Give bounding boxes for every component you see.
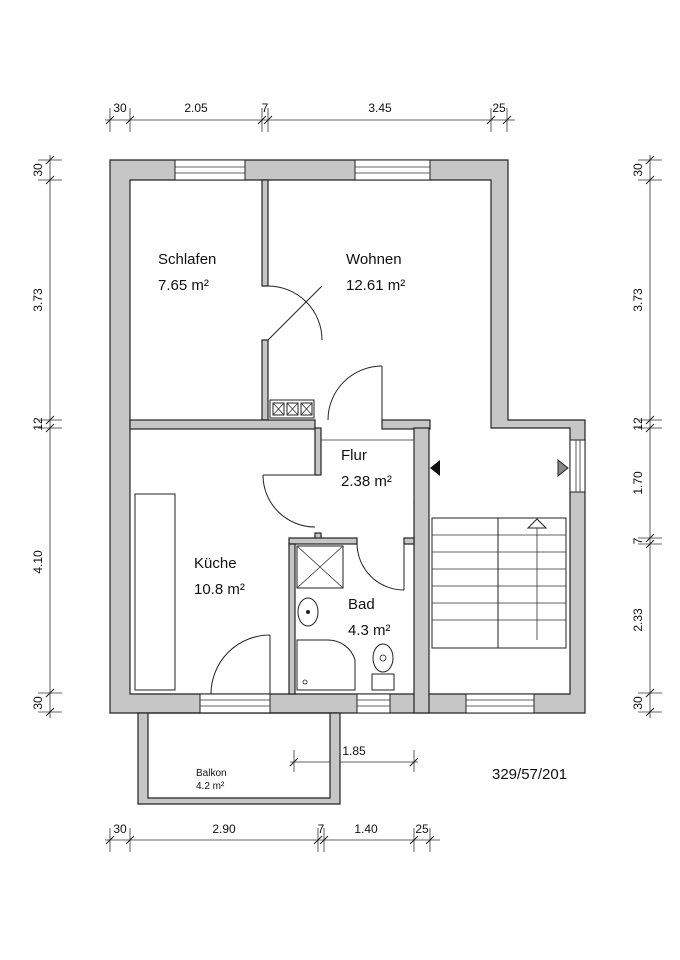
shower-tray xyxy=(296,639,356,691)
dim-left-1: 3.73 xyxy=(31,288,45,312)
fixtures xyxy=(134,399,395,691)
dim-left-2: 12 xyxy=(31,417,45,431)
room-labels: Schlafen 7.65 m² Wohnen 12.61 m² Flur 2.… xyxy=(158,251,405,792)
room-area-bad: 4.3 m² xyxy=(348,622,391,639)
room-area-balkon: 4.2 m² xyxy=(196,781,225,792)
dim-left-0: 30 xyxy=(31,163,45,177)
dim-right-6: 30 xyxy=(631,696,645,710)
dim-right-2: 12 xyxy=(631,417,645,431)
room-area-flur: 2.38 m² xyxy=(341,473,392,490)
room-name-schlafen: Schlafen xyxy=(158,251,216,268)
room-area-wohnen: 12.61 m² xyxy=(346,277,405,294)
windows xyxy=(174,159,586,714)
dim-top-1: 2.05 xyxy=(184,101,208,115)
room-name-balkon: Balkon xyxy=(196,768,227,779)
dim-top-4: 25 xyxy=(492,101,506,115)
dimension-top: 30 2.05 7 3.45 25 xyxy=(105,101,515,132)
dim-right-5: 2.33 xyxy=(631,608,645,632)
dim-bottom-0: 30 xyxy=(113,822,127,836)
balcony xyxy=(137,712,341,805)
room-area-kueche: 10.8 m² xyxy=(194,581,245,598)
dim-top-2: 7 xyxy=(262,101,269,115)
dimension-left: 30 3.73 12 4.10 30 xyxy=(31,155,62,718)
dim-balcony: 1.85 xyxy=(342,744,366,758)
triangle-left-icon xyxy=(430,460,440,476)
dim-right-3: 1.70 xyxy=(631,471,645,495)
dim-right-0: 30 xyxy=(631,163,645,177)
dim-bottom-1: 2.90 xyxy=(212,822,236,836)
triangle-right-icon xyxy=(557,458,569,478)
room-name-flur: Flur xyxy=(341,447,367,464)
kitchen-counter xyxy=(134,493,176,691)
dim-bottom-2: 7 xyxy=(318,822,325,836)
dim-left-3: 4.10 xyxy=(31,550,45,574)
toilet xyxy=(372,643,394,673)
doors xyxy=(210,285,415,695)
room-name-wohnen: Wohnen xyxy=(346,251,402,268)
room-area-schlafen: 7.65 m² xyxy=(158,277,209,294)
staircase xyxy=(430,458,569,649)
dim-top-3: 3.45 xyxy=(368,101,392,115)
dimension-bottom: 30 2.90 7 1.40 25 xyxy=(105,822,440,852)
plan-code: 329/57/201 xyxy=(492,766,567,783)
dim-right-1: 3.73 xyxy=(631,288,645,312)
interior-walls xyxy=(129,179,431,714)
dim-bottom-3: 1.40 xyxy=(354,822,378,836)
dim-bottom-4: 25 xyxy=(415,822,429,836)
stair-direction-icon xyxy=(526,518,548,529)
room-name-bad: Bad xyxy=(348,596,375,613)
dim-right-4: 7 xyxy=(631,537,645,544)
dimension-balcony: 1.85 xyxy=(289,744,419,772)
dim-top-0: 30 xyxy=(113,101,127,115)
dimension-right: 30 3.73 12 1.70 7 2.33 30 xyxy=(631,155,662,718)
room-name-kueche: Küche xyxy=(194,555,237,572)
dim-left-4: 30 xyxy=(31,696,45,710)
outer-walls xyxy=(109,159,586,714)
